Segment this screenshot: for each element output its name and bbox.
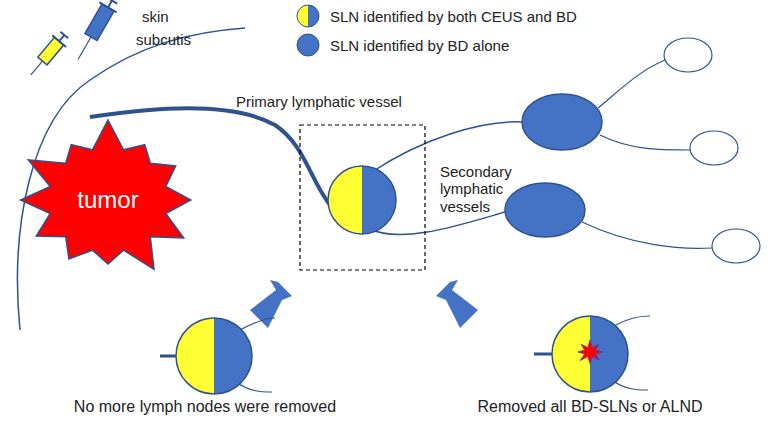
tumor-star (21, 120, 191, 269)
vessel-stub (612, 380, 648, 390)
lymph-line (598, 60, 665, 108)
legend-swatch (294, 33, 322, 57)
sln-yellow (176, 318, 214, 394)
legend-entry: SLN identified by BD alone (294, 33, 509, 57)
skin-label: skin (142, 8, 169, 25)
legend-entry: SLN identified by both CEUS and BD (294, 4, 577, 28)
tumor-shape: tumor (77, 186, 138, 214)
bd-node (522, 94, 602, 150)
sln-blue (214, 318, 252, 394)
lymph-line (582, 222, 712, 248)
outcome-label: Removed all BD-SLNs or ALND (478, 398, 703, 416)
sln-outline (328, 166, 396, 234)
blue-syringe (69, 0, 120, 64)
lymph-line (600, 135, 690, 150)
vessel-label: Secondary lymphatic vessels (440, 163, 550, 215)
lymph-node-outline (690, 131, 738, 165)
bd-node (505, 183, 585, 237)
legend-swatch-fill (297, 34, 319, 56)
legend-swatch (294, 4, 322, 28)
sln-yellow (328, 166, 362, 234)
down-arrow (436, 280, 478, 328)
sln-outline (176, 318, 252, 394)
focus-box (300, 125, 425, 270)
node-text: tumor (77, 186, 138, 214)
vessel-stub (236, 382, 272, 392)
vessel-stub (534, 353, 553, 356)
legend-text: SLN identified by BD alone (330, 37, 509, 54)
down-arrow (250, 280, 292, 328)
vessel-label: Primary lymphatic vessel (236, 93, 402, 110)
yellow-syringe (24, 29, 71, 80)
skin-line (18, 28, 245, 330)
vessel-stub (614, 316, 650, 326)
sln-outline (552, 316, 628, 392)
lymph-node-outline (664, 38, 712, 72)
lymph-node-outline (712, 229, 760, 263)
metastasis-mark (578, 340, 603, 364)
outcome-label: No more lymph nodes were removed (74, 398, 336, 416)
vessel-stub (240, 318, 275, 330)
sln-blue (362, 166, 396, 234)
subcutis-label: subcutis (136, 31, 191, 48)
legend-text: SLN identified by both CEUS and BD (330, 8, 577, 25)
